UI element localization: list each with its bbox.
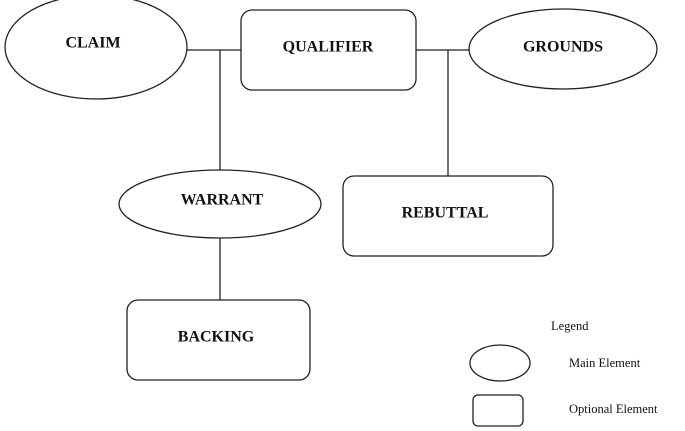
warrant-ellipse [118,169,322,239]
grounds-ellipse [468,8,658,90]
rebuttal-label: REBUTTAL [402,205,489,222]
legend-main-element-swatch [469,344,531,382]
warrant-node: WARRANT [118,169,322,239]
backing-box [126,299,311,381]
qualifier-box [240,9,417,91]
legend: Legend Main Element Optional Element [469,319,658,427]
qualifier-label: QUALIFIER [283,39,374,56]
legend-main-element-label: Main Element [569,356,641,370]
rebuttal-node: REBUTTAL [342,175,554,257]
backing-node: BACKING [126,299,311,381]
backing-label: BACKING [178,329,255,346]
rebuttal-box [342,175,554,257]
legend-title: Legend [551,319,589,333]
grounds-node: GROUNDS [468,8,658,90]
legend-optional-element-swatch [472,394,524,427]
legend-optional-element-label: Optional Element [569,402,658,416]
grounds-label: GROUNDS [523,39,603,56]
warrant-label: WARRANT [181,192,264,209]
claim-ellipse [4,0,188,100]
claim-node: CLAIM [4,0,188,100]
claim-label: CLAIM [65,35,120,52]
qualifier-node: QUALIFIER [240,9,417,91]
